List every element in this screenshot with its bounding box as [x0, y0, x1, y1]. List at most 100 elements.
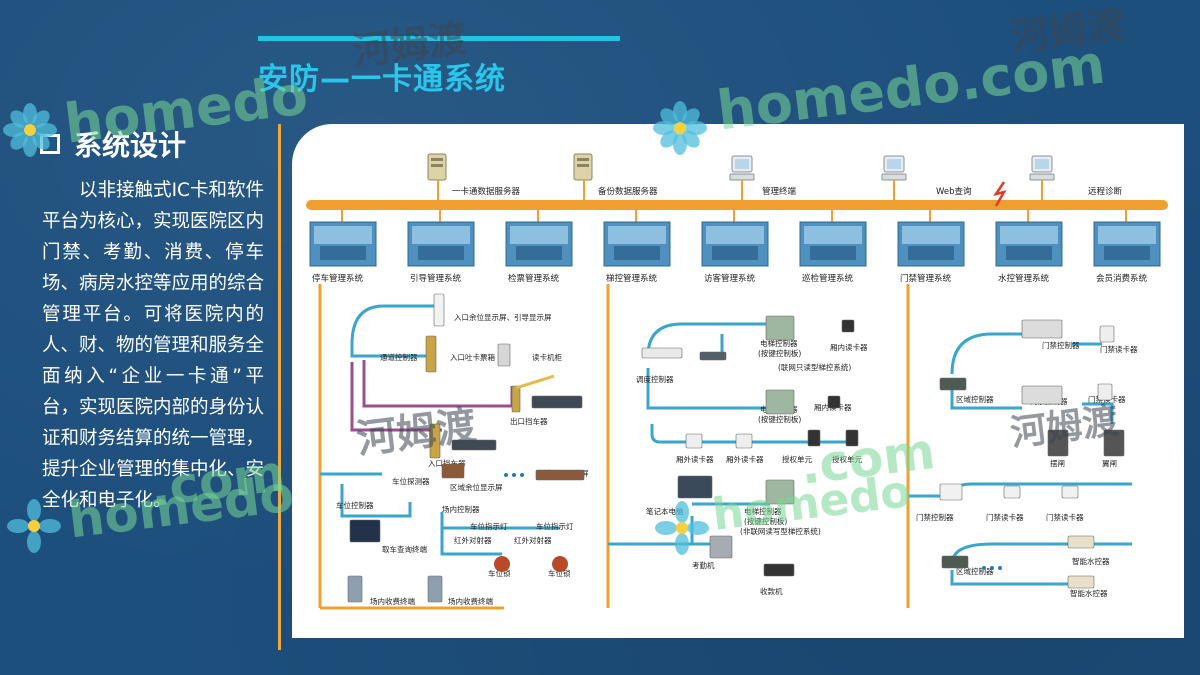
access-network [908, 332, 1132, 586]
cash-register-icon [763, 563, 795, 577]
elevator-device-label: (非联网读写型梯控系统) [740, 526, 821, 536]
subsystem-label: 门禁管理系统 [900, 273, 952, 284]
subsystem-node [799, 210, 867, 267]
parking-device-label: 入口挡车器 [428, 458, 466, 468]
area-controller-icon [939, 377, 967, 391]
parking-device-label: 场内收费终端 [370, 596, 415, 606]
access-device-label: 门禁读卡器 [986, 512, 1024, 522]
subsystem-label: 引导管理系统 [410, 273, 462, 284]
card-reader-icon [685, 433, 703, 449]
subsystem-node [603, 210, 671, 267]
turnstile-icon [1047, 429, 1069, 457]
access-device-label: 门禁读卡器 [1100, 344, 1138, 354]
card-reader-icon [1003, 485, 1021, 499]
display-panel-icon [451, 439, 497, 451]
card-reader-cabinet-icon [497, 343, 511, 367]
elevator-device-label: (按键控制板) [758, 348, 801, 358]
barrier-gate-icon [511, 385, 521, 413]
parking-device-label: 入口吐卡票箱 [450, 352, 495, 362]
top-node-label: 远程诊断 [1088, 186, 1123, 197]
display-panel-icon [531, 395, 583, 409]
elevator-controller-icon [765, 389, 795, 415]
parking-device-label: 红外对射器 [454, 535, 492, 545]
elevator-device-label: 笔记本电脑 [646, 506, 684, 516]
dispatch-controller-icon [641, 347, 683, 359]
access-controller-icon [939, 483, 963, 501]
authorization-unit-icon [845, 429, 859, 447]
network-switch-icon [699, 351, 727, 361]
subsystem-node [1093, 210, 1161, 267]
top-node-label: 一卡通数据服务器 [452, 186, 521, 197]
authorization-unit-icon [807, 429, 821, 447]
elevator-controller-icon [765, 479, 795, 505]
display-panel-icon [433, 293, 445, 327]
top-node-label: 管理终端 [762, 186, 797, 197]
lightning-icon [993, 181, 1007, 207]
parking-device-label: 出口挡车器 [510, 416, 548, 426]
subsystem-node [309, 210, 377, 267]
parking-device-label: 红外对射器 [514, 535, 552, 545]
barrier-arm-icon [515, 374, 555, 390]
access-device-label: 智能水控器 [1070, 588, 1108, 598]
ellipsis-dot [512, 473, 516, 477]
access-device-label: 区域控制器 [956, 566, 994, 576]
parking-device-label: 车位控制器 [336, 500, 374, 510]
parking-device-label: 车位锁 [548, 568, 571, 578]
parking-device-label: 车位锁 [488, 568, 511, 578]
elevator-device-label: 授权单元 [782, 454, 812, 464]
wing-gate-icon [1103, 429, 1125, 457]
card-reader-icon [827, 395, 841, 409]
computer-icon [729, 155, 755, 181]
parking-device-label: 通道控制器 [380, 352, 418, 362]
card-reader-icon [1097, 383, 1113, 401]
elevator-device-label: (按键控制板) [744, 516, 787, 526]
parking-device-label: 取车查询终端 [382, 544, 427, 554]
server-icon [573, 153, 593, 181]
parking-device-label: 车位指示灯 [470, 521, 508, 531]
vertical-divider [278, 124, 281, 650]
parking-device-label: 读卡机柜 [532, 352, 562, 362]
water-controller-icon [1067, 575, 1095, 589]
elevator-device-label: 考勤机 [692, 560, 715, 570]
elevator-device-label: (按键控制板) [758, 414, 801, 424]
attendance-machine-icon [709, 535, 733, 559]
title-accent-bar [258, 36, 620, 41]
display-panel-icon [535, 469, 585, 481]
server-icon [427, 153, 447, 181]
elevator-device-label: 电梯控制器 [760, 338, 798, 348]
elevator-device-label: 电梯控制器 [744, 506, 782, 516]
access-device-label: 摆闸 [1050, 458, 1065, 468]
slide-title: 安防—一卡通系统 [258, 62, 506, 97]
access-device-label: 门禁控制器 [916, 512, 954, 522]
subsystem-node [505, 210, 573, 267]
access-device-label: 门禁控制器 [1042, 340, 1080, 350]
subsystem-node [995, 210, 1063, 267]
ellipsis-dot [520, 473, 524, 477]
barrier-gate-icon [429, 423, 441, 459]
top-node-label: Web查询 [936, 186, 972, 197]
elevator-device-label: 调度控制器 [636, 374, 674, 384]
subsystem-node [701, 210, 769, 267]
subsystem-label: 会员消费系统 [1096, 273, 1148, 284]
computer-icon [881, 155, 907, 181]
elevator-device-label: 收款机 [760, 586, 783, 596]
card-reader-icon [841, 319, 855, 333]
query-terminal-icon [349, 519, 381, 543]
top-node-label: 备份数据服务器 [598, 186, 658, 197]
elevator-device-label: 厢外读卡器 [676, 454, 714, 464]
elevator-device-label: (联网只读型梯控系统) [778, 362, 851, 372]
network-backbone [306, 200, 1168, 210]
subsystem-node [897, 210, 965, 267]
section-title: 系统设计 [74, 129, 187, 162]
access-device-label: 智能水控器 [1072, 556, 1110, 566]
elevator-device-label: 厢内读卡器 [830, 342, 868, 352]
computer-icon [1029, 155, 1055, 181]
elevator-device-label: 授权单元 [832, 454, 862, 464]
trunk-lines [318, 284, 910, 610]
parking-network [320, 304, 560, 556]
ticket-box-icon [425, 335, 437, 373]
description-paragraph: 以非接触式IC卡和软件平台为核心，实现医院区内门禁、考勤、消费、停车场、病房水控… [42, 180, 265, 511]
subsystem-label: 水控管理系统 [998, 273, 1050, 284]
access-device-label: 门禁读卡器 [1046, 512, 1084, 522]
